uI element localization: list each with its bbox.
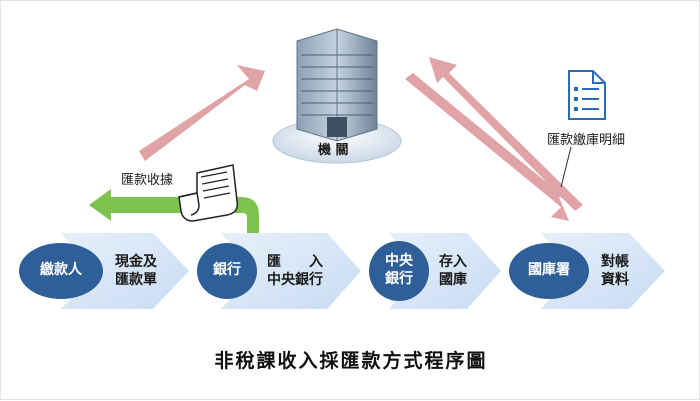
- stage-4-line-1: 對帳: [601, 254, 629, 270]
- detail-connector-line: [560, 146, 572, 188]
- arrow-treasury-to-agency: [429, 57, 583, 211]
- stage-3-line-1: 存入: [439, 254, 467, 270]
- agency-label: 機 關: [318, 143, 349, 158]
- chevron-1: [61, 233, 189, 309]
- stage-3-line-2: 國庫: [439, 272, 467, 288]
- arrow-agency-to-treasury: [405, 73, 569, 221]
- receipt-scroll-icon: [178, 164, 239, 222]
- detail-label: 匯款繳庫明細: [547, 133, 626, 148]
- stage-2-line-2: 中央銀行: [267, 272, 323, 288]
- stage-4-line-2: 資料: [601, 272, 629, 288]
- document-list-icon: [568, 70, 606, 120]
- ellipse-central-bank: [369, 241, 429, 301]
- ellipse-treasury: [509, 243, 589, 299]
- stage-1-name: 繳款人: [40, 262, 82, 278]
- stage-1-line-2: 匯款單: [115, 272, 157, 288]
- arrow-to-agency: [139, 65, 265, 161]
- ellipse-bank: [197, 243, 257, 299]
- stage-3-name-line-1: 中央: [385, 253, 413, 269]
- receipt-label: 匯款收據: [121, 173, 174, 188]
- stage-2-name: 銀行: [213, 262, 241, 278]
- stage-3-name-line-2: 銀行: [385, 271, 413, 287]
- stage-1-line-1: 現金及: [115, 254, 157, 270]
- ellipse-payer: [19, 243, 103, 299]
- stage-2-line-1: 匯 入: [267, 254, 323, 270]
- diagram-title: 非稅課收入採匯款方式程序圖: [214, 350, 488, 372]
- chevron-2: [221, 233, 361, 309]
- office-building-icon: [272, 28, 402, 164]
- stage-4-name: 國庫署: [528, 262, 570, 278]
